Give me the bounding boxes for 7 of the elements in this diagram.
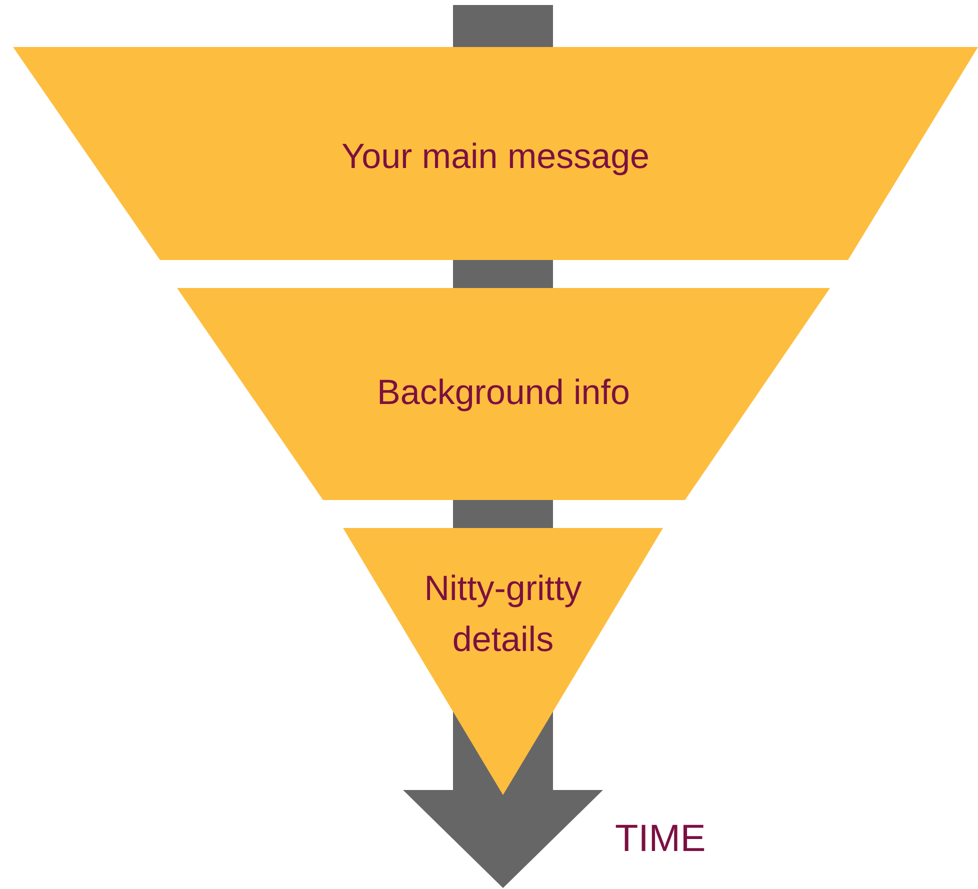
trapezoid-band [13, 47, 978, 260]
section-label: Background info [376, 372, 631, 414]
section-label: Your main message [340, 136, 651, 178]
triangle-band [343, 528, 663, 795]
trapezoid-band [177, 288, 830, 500]
axis-label: TIME [615, 818, 706, 861]
section-label: Nitty-gritty details [423, 568, 583, 661]
